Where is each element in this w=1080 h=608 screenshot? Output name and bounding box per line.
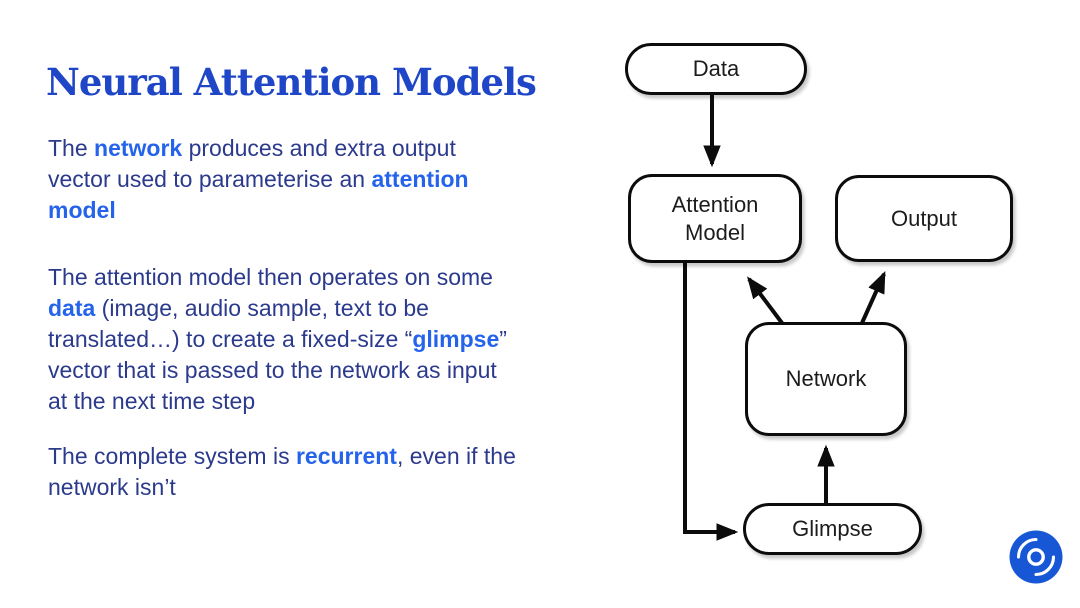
node-label: Glimpse bbox=[792, 516, 873, 541]
accent-text-recurrent: recurrent bbox=[295, 443, 397, 469]
accent-text-network: network bbox=[94, 135, 183, 161]
text-segment: translated…) to create a fixed-size “ bbox=[48, 326, 413, 352]
diagram-node-output: Output bbox=[835, 175, 1013, 262]
arrow-network-to-output bbox=[860, 270, 886, 324]
text-segment: The attention model then operates on som… bbox=[48, 264, 493, 290]
text-segment: The complete system is bbox=[48, 443, 296, 469]
paragraph-attention-model-glimpse: The attention model then operates on som… bbox=[48, 262, 608, 417]
arrow-network-to-attention-model bbox=[747, 276, 784, 325]
paragraph-recurrent-system: The complete system is recurrent, even i… bbox=[48, 441, 608, 503]
text-segment: produces and extra output bbox=[182, 135, 456, 161]
text-segment: vector used to parameterise an bbox=[48, 166, 372, 192]
text-segment: The bbox=[48, 135, 95, 161]
arrow-attention-model-to-glimpse bbox=[683, 263, 739, 541]
diagram-node-attention-model: Attention Model bbox=[628, 174, 802, 263]
text-segment: ” bbox=[499, 326, 507, 352]
deepmind-swirl-logo-icon bbox=[1009, 530, 1063, 584]
paragraph-network-extra-output: The network produces and extra output vec… bbox=[48, 133, 608, 226]
node-label: Network bbox=[785, 366, 867, 391]
accent-text-glimpse: glimpse bbox=[412, 326, 500, 352]
text-segment: at the next time step bbox=[48, 388, 256, 414]
text-segment: , even if the bbox=[396, 443, 516, 469]
diagram-node-glimpse: Glimpse bbox=[743, 503, 922, 555]
node-label: Output bbox=[890, 205, 958, 231]
diagram-node-data: Data bbox=[625, 43, 807, 95]
text-segment: network isn’t bbox=[48, 474, 176, 500]
node-label: Attention Model bbox=[671, 191, 759, 245]
page-title: Neural Attention Models bbox=[46, 60, 537, 104]
accent-text-attention: attention bbox=[371, 166, 469, 192]
accent-text-data: data bbox=[48, 295, 96, 321]
accent-text-model: model bbox=[48, 197, 116, 223]
text-segment: (image, audio sample, text to be bbox=[95, 295, 429, 321]
diagram-node-network: Network bbox=[745, 322, 907, 436]
node-label: Data bbox=[692, 56, 740, 81]
text-segment: vector that is passed to the network as … bbox=[48, 357, 497, 383]
